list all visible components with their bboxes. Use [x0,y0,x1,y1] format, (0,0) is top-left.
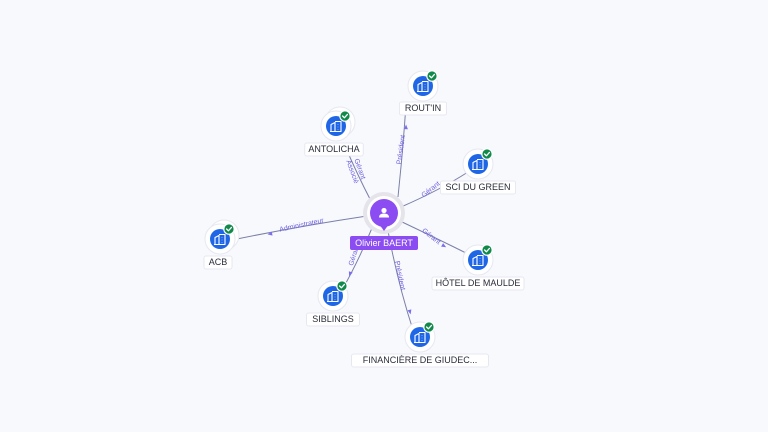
edge-role-label: Président [396,135,407,165]
verified-check-icon [426,70,438,82]
edge-role-label: Gérant [420,180,441,199]
edge-role-label: Gérant [420,227,441,246]
building-icon [327,290,339,303]
company-name: ACB [209,257,228,267]
verified-check-icon [481,148,493,160]
verified-check-icon [423,321,435,333]
building-icon [417,80,429,93]
edge-arrow [403,124,408,130]
company-name: SCI DU GREEN [445,182,510,192]
label-box [304,142,364,157]
person-name-tag [350,236,418,250]
center-person-node[interactable]: Olivier BAERT [350,192,418,250]
company-name-label[interactable]: ACB [203,255,233,270]
label-box [398,101,447,116]
edge-role-label: GérantAssocié [344,156,367,184]
company-name-label[interactable]: FINANCIÈRE DE GIUDEC... [351,353,489,368]
company-name: FINANCIÈRE DE GIUDEC... [363,355,478,365]
company-node-scidugreen[interactable] [462,148,494,180]
person-icon [379,207,389,218]
company-name: ANTOLICHA [308,144,359,154]
building-icon [214,233,226,246]
building-icon [472,254,484,267]
edge-routin: Président [396,103,408,198]
company-name-label[interactable]: ANTOLICHA [304,142,364,157]
edge-acb: Administrateur [231,215,368,241]
edge-line [399,220,469,255]
label-box [431,276,525,291]
building-icon [472,158,484,171]
company-name-label[interactable]: SCI DU GREEN [439,180,516,195]
company-name-label[interactable]: SIBLINGS [306,312,360,327]
verified-check-icon [481,244,493,256]
edge-arrow [407,309,412,315]
verified-check-icon [223,223,235,235]
edge-arrow [267,231,273,236]
company-name-label[interactable]: HÔTEL DE MAULDE [431,276,525,291]
company-node-antolicha[interactable] [320,106,356,142]
edge-arrow [441,243,447,248]
edge-line [400,171,469,208]
company-name: HÔTEL DE MAULDE [436,278,521,288]
company-node-hotel[interactable] [462,244,494,276]
edge-arrow [348,271,353,277]
edge-role-label: Président [393,260,406,290]
person-pin-tip [379,224,389,231]
building-icon [330,120,342,133]
edge-line [231,215,368,241]
company-node-acb[interactable] [204,219,240,255]
label-box [203,255,233,270]
company-node-financiere[interactable] [404,321,436,353]
company-node-routin[interactable] [407,70,439,102]
building-icon [414,331,426,344]
nodes-layer: ROUT'IN ANTOLICHA SCI DU GREEN ACB HÔTEL DE … [203,70,525,368]
label-box [351,353,489,368]
person-name: Olivier BAERT [355,238,413,248]
edge-role-label: Administrateur [279,217,325,233]
verified-check-icon [336,280,348,292]
verified-check-icon [339,110,351,122]
company-name-label[interactable]: ROUT'IN [398,101,447,116]
edges-layer: PrésidentGérantAssociéGérantAdministrate… [231,103,469,331]
label-box [306,312,360,327]
company-name: ROUT'IN [405,103,441,113]
company-name: SIBLINGS [312,314,354,324]
company-node-siblings[interactable] [317,280,349,312]
label-box [439,180,516,195]
